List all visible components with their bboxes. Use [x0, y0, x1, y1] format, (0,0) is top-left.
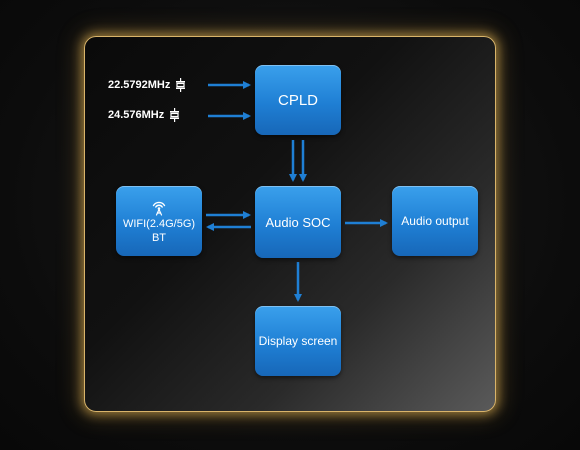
audio-soc-block: Audio SOC — [255, 186, 341, 258]
audio-soc-label: Audio SOC — [265, 214, 331, 230]
wifi-bt-block: WIFI(2.4G/5G) BT — [116, 186, 202, 256]
cpld-block: CPLD — [255, 65, 341, 135]
crystal-oscillator-icon — [176, 78, 186, 92]
display-screen-block: Display screen — [255, 306, 341, 376]
clock-frequency-label: 22.5792MHz — [108, 79, 171, 91]
bt-label: BT — [151, 231, 167, 244]
wifi-label: WIFI(2.4G/5G) — [122, 217, 196, 230]
display-screen-label: Display screen — [258, 334, 338, 348]
clock-source-2: 24.576MHz — [108, 108, 180, 122]
cpld-label: CPLD — [277, 91, 318, 109]
clock-source-1: 22.5792MHz — [108, 78, 186, 92]
crystal-oscillator-icon — [170, 108, 180, 122]
audio-output-block: Audio output — [392, 186, 478, 256]
clock-frequency-label: 24.576MHz — [108, 109, 165, 121]
audio-output-label: Audio output — [401, 214, 469, 228]
wifi-antenna-icon — [152, 201, 166, 216]
